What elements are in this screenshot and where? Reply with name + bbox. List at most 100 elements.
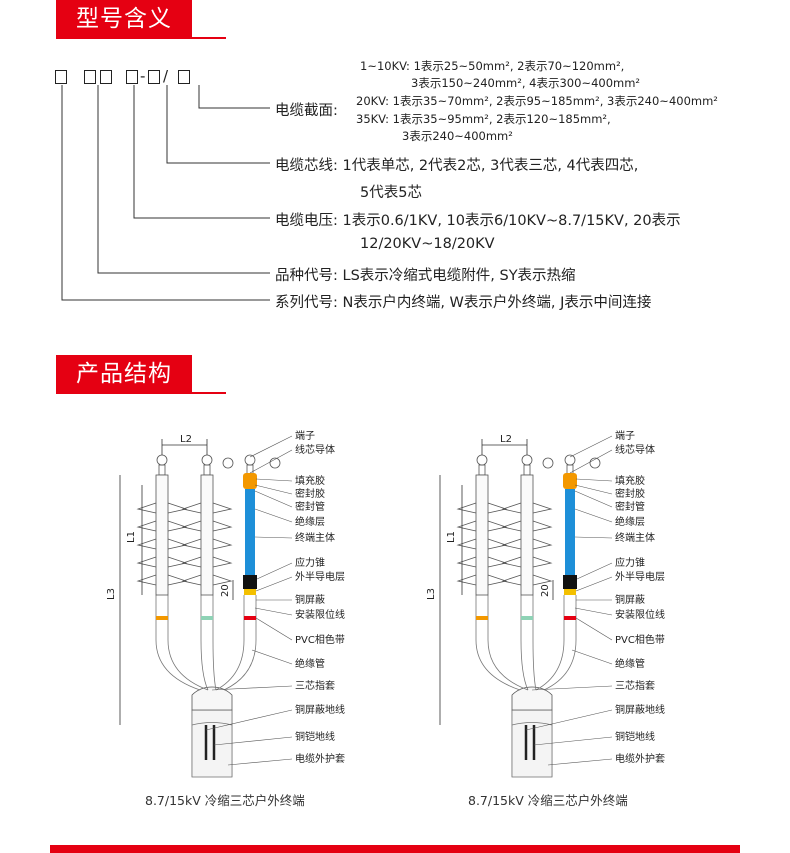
semi-conductive-layer bbox=[564, 589, 576, 595]
terminal-barrel bbox=[203, 464, 211, 476]
pvc-phase-band bbox=[564, 616, 576, 620]
part-leader-line bbox=[533, 736, 613, 746]
kv35-line1: 35KV: 1表示35~95mm², 2表示120~185mm², bbox=[356, 112, 611, 126]
jacket-curve bbox=[191, 722, 233, 726]
variety-line: 品种代号: LS表示冷缩式电缆附件, SY表示热缩 bbox=[275, 268, 576, 284]
insulation-layer bbox=[245, 489, 255, 577]
part-label: 铜屏蔽 bbox=[615, 594, 645, 606]
diagram-caption-right: 8.7/15kV 冷缩三芯户外终端 bbox=[468, 793, 628, 808]
insulation-tube bbox=[155, 595, 209, 691]
kv35-line2: 3表示240~400mm² bbox=[402, 129, 513, 143]
breakout-boot bbox=[191, 686, 233, 711]
kv20-line: 20KV: 1表示35~70mm², 2表示95~185mm², 3表示240~… bbox=[356, 94, 718, 108]
spare-lug bbox=[542, 457, 554, 469]
part-label: 电缆外护套 bbox=[615, 752, 665, 765]
part-leader-line bbox=[227, 758, 293, 766]
cable-jacket bbox=[511, 709, 553, 778]
spare-lug bbox=[269, 457, 281, 469]
part-label: 外半导电层 bbox=[295, 570, 345, 583]
part-leader-line bbox=[571, 649, 613, 665]
core-line2: 5代表5芯 bbox=[360, 185, 422, 201]
part-leader-line bbox=[249, 449, 293, 474]
kv10-line2: 3表示150~240mm², 4表示300~400mm² bbox=[411, 76, 641, 90]
stress-cone bbox=[563, 575, 577, 589]
terminal-lug bbox=[201, 454, 213, 466]
part-label: 外半导电层 bbox=[615, 570, 665, 583]
part-leader-line bbox=[569, 435, 613, 458]
part-label: 铜铠地线 bbox=[295, 730, 335, 743]
code-box-section bbox=[178, 70, 190, 84]
part-label: 安装限位线 bbox=[295, 608, 345, 621]
part-leader-line bbox=[254, 607, 293, 616]
part-leader-line bbox=[249, 435, 293, 458]
spare-lug bbox=[222, 457, 234, 469]
dim-l3-label: L3 bbox=[106, 588, 117, 600]
code-leader-lines bbox=[61, 85, 270, 301]
terminal-lug bbox=[244, 454, 256, 466]
part-label: 端子 bbox=[615, 429, 635, 442]
shed bbox=[456, 556, 508, 568]
part-leader-line bbox=[254, 490, 293, 508]
part-label: 电缆外护套 bbox=[295, 752, 345, 765]
part-leader-line bbox=[569, 449, 613, 474]
part-leader-line bbox=[574, 536, 613, 539]
part-leader-line bbox=[213, 736, 293, 746]
part-leader-line bbox=[205, 709, 293, 731]
shed bbox=[501, 574, 553, 586]
part-leader-line bbox=[525, 709, 613, 731]
part-leader-line bbox=[574, 508, 613, 523]
part-label: 安装限位线 bbox=[615, 608, 665, 621]
part-leader-line bbox=[575, 478, 613, 482]
core-line1: 电缆芯线: 1代表单芯, 2代表2芯, 3代表三芯, 4代表四芯, bbox=[275, 158, 639, 174]
termination-body bbox=[520, 474, 534, 596]
part-label: 三芯指套 bbox=[615, 679, 655, 692]
dimension-lines bbox=[119, 439, 234, 725]
cross-section-label: 电缆截面: bbox=[275, 103, 338, 119]
dim-20-label: 20 bbox=[220, 584, 231, 597]
pvc-phase-band bbox=[201, 616, 213, 620]
part-leader-line bbox=[255, 478, 293, 482]
shed bbox=[136, 538, 188, 550]
termination-body bbox=[200, 474, 214, 596]
diagram-caption-left: 8.7/15kV 冷缩三芯户外终端 bbox=[145, 793, 305, 808]
section-title-model: 型号含义 bbox=[56, 0, 192, 38]
pvc-phase-band bbox=[476, 616, 488, 620]
part-leader-line bbox=[254, 508, 293, 523]
shed bbox=[501, 538, 553, 550]
part-label: 线芯导体 bbox=[615, 443, 655, 456]
code-box-cores bbox=[148, 70, 160, 84]
voltage-line1: 电缆电压: 1表示0.6/1KV, 10表示6/10KV~8.7/15KV, 2… bbox=[275, 213, 681, 229]
part-label: 终端主体 bbox=[295, 531, 335, 544]
shed bbox=[181, 574, 233, 586]
code-box-variety-2 bbox=[100, 70, 112, 84]
part-leader-line bbox=[254, 536, 293, 539]
insulation-tube bbox=[200, 595, 217, 691]
breakout-boot bbox=[511, 686, 553, 711]
dim-l2-label: L2 bbox=[180, 434, 192, 445]
part-label: 填充胶 bbox=[295, 474, 325, 487]
part-label: 绝缘层 bbox=[295, 515, 325, 528]
code-box-voltage bbox=[126, 70, 138, 84]
code-box-variety-1 bbox=[84, 70, 96, 84]
diagram-group bbox=[136, 454, 281, 778]
shed bbox=[181, 502, 233, 514]
pvc-phase-band bbox=[521, 616, 533, 620]
shed bbox=[136, 574, 188, 586]
terminal-barrel bbox=[478, 464, 486, 476]
part-leader-line bbox=[574, 484, 613, 495]
terminal-barrel bbox=[523, 464, 531, 476]
insulation-tube bbox=[520, 595, 537, 691]
part-leader-line bbox=[575, 617, 613, 641]
part-leader-line bbox=[251, 649, 293, 665]
series-line: 系列代号: N表示户内终端, W表示户外终端, J表示中间连接 bbox=[275, 295, 652, 311]
stress-cone bbox=[243, 575, 257, 589]
part-label: 端子 bbox=[295, 429, 315, 442]
part-leader-line bbox=[254, 484, 293, 495]
terminal-lug bbox=[476, 454, 488, 466]
terminal-lug bbox=[521, 454, 533, 466]
insulation-layer bbox=[565, 489, 575, 577]
diagram-group bbox=[456, 454, 601, 778]
part-label: PVC相色带 bbox=[615, 633, 665, 646]
part-label: 绝缘管 bbox=[615, 657, 645, 670]
